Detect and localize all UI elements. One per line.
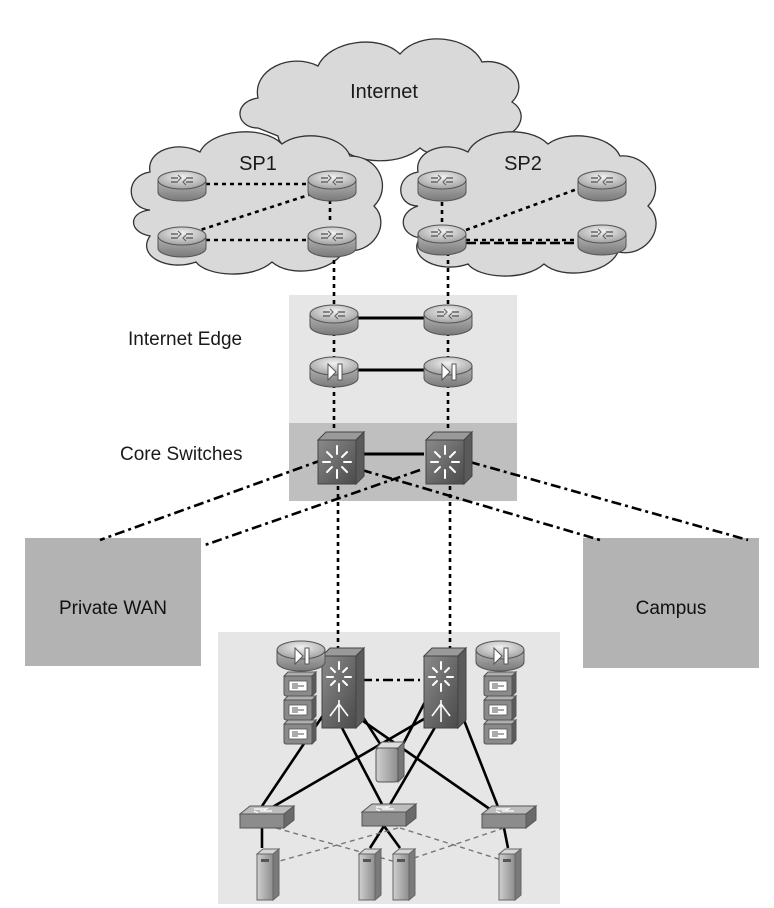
edge-firewall-left [309, 356, 359, 388]
private-wan-label: Private WAN [59, 598, 167, 619]
access-switch-right [481, 805, 537, 829]
internet-edge-label: Internet Edge [128, 329, 242, 350]
core-switch-right [425, 431, 473, 485]
server-3 [392, 848, 416, 901]
sp2-router-bottom-left [417, 224, 467, 256]
sp2-label: SP2 [504, 153, 542, 175]
sp1-router-top-right [307, 170, 357, 202]
sp1-router-top-left [157, 170, 207, 202]
private-wan-block: Private WAN [25, 538, 201, 666]
sp1-label: SP1 [239, 153, 277, 175]
internet-cloud: Internet [239, 38, 522, 162]
sp2-router-top-left [417, 170, 467, 202]
core-switch-left [317, 431, 365, 485]
campus-block: Campus [583, 538, 759, 668]
edge-firewall-right [423, 356, 473, 388]
core-switches-label: Core Switches [120, 444, 243, 465]
edge-router-left [309, 304, 359, 336]
sp2-router-bottom-right [577, 224, 627, 256]
dc-aggregation-switch-right [423, 647, 467, 729]
links [99, 182, 749, 863]
sp1-router-bottom-right [307, 226, 357, 258]
access-switch-center [361, 803, 417, 827]
sp1-router-bottom-left [157, 226, 207, 258]
server-4 [498, 848, 522, 901]
server-1 [256, 848, 280, 901]
campus-label: Campus [636, 598, 707, 619]
server-2 [358, 848, 382, 901]
internet-label: Internet [350, 81, 418, 103]
access-switch-left [239, 805, 295, 829]
dc-aggregation-switch-left [321, 647, 365, 729]
edge-router-right [423, 304, 473, 336]
storage-array [374, 740, 406, 784]
sp2-router-top-right [577, 170, 627, 202]
